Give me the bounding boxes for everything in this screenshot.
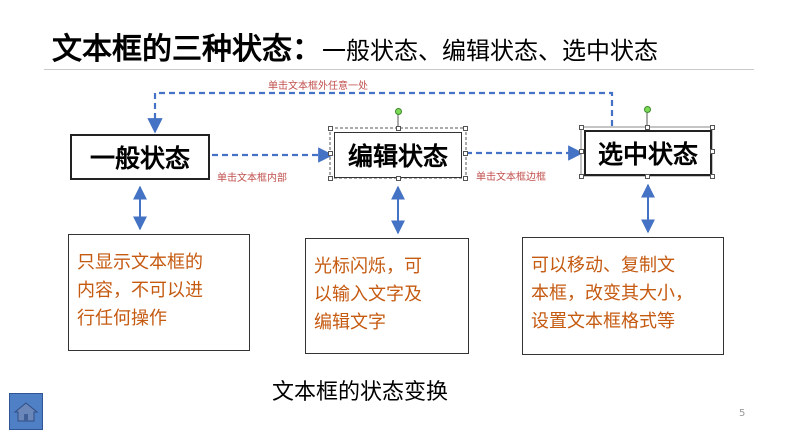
- home-button[interactable]: [9, 393, 43, 430]
- select-handle: [710, 174, 715, 179]
- select-handle: [579, 174, 584, 179]
- select-handle: [710, 125, 715, 130]
- edit-handle: [463, 176, 468, 181]
- select-handle: [710, 149, 715, 154]
- select-handle: [645, 125, 650, 130]
- title-subtitle: 一般状态、编辑状态、选中状态: [322, 37, 658, 65]
- edit-handle: [396, 176, 401, 181]
- state-normal-box: 一般状态: [70, 134, 210, 180]
- title-divider: [44, 69, 754, 70]
- description-line: 内容，不可以进: [77, 280, 203, 301]
- description-edit: 光标闪烁，可 以输入文字及 编辑文字: [305, 238, 469, 354]
- page-number: 5: [739, 408, 746, 419]
- diagram-caption: 文本框的状态变换: [272, 380, 449, 405]
- edit-handle: [328, 126, 333, 131]
- label-click-outside: 单击文本框外任意一处: [268, 81, 368, 92]
- description-normal: 只显示文本框的 内容，不可以进 行任何操作: [68, 234, 250, 351]
- edit-rotation-handle: [395, 108, 402, 115]
- description-line: 只显示文本框的: [77, 252, 203, 273]
- description-line: 设置文本框格式等: [531, 311, 675, 332]
- select-handle: [579, 149, 584, 154]
- select-handle: [579, 125, 584, 130]
- label-click-border: 单击文本框边框: [476, 172, 546, 183]
- label-click-inside: 单击文本框内部: [217, 173, 287, 184]
- description-line: 以输入文字及: [314, 284, 422, 305]
- edit-handle: [463, 151, 468, 156]
- edit-handle: [463, 126, 468, 131]
- description-select: 可以移动、复制文 本框，改变其大小， 设置文本框格式等: [522, 237, 724, 355]
- state-edit-box: 编辑状态: [334, 132, 462, 178]
- description-line: 可以移动、复制文: [531, 255, 675, 276]
- description-line: 行任何操作: [77, 308, 167, 329]
- page-title: 文本框的三种状态：一般状态、编辑状态、选中状态: [52, 24, 658, 68]
- edit-handle: [396, 126, 401, 131]
- select-handle: [645, 174, 650, 179]
- edit-handle: [328, 176, 333, 181]
- home-icon: [13, 402, 39, 422]
- description-line: 编辑文字: [314, 312, 386, 333]
- description-line: 本框，改变其大小，: [531, 283, 693, 304]
- description-line: 光标闪烁，可: [314, 256, 422, 277]
- edit-handle: [328, 151, 333, 156]
- title-main: 文本框的三种状态：: [52, 32, 322, 67]
- arrow-select-to-normal: [147, 91, 614, 134]
- state-select-box: 选中状态: [584, 130, 712, 176]
- select-rotation-handle: [644, 106, 651, 113]
